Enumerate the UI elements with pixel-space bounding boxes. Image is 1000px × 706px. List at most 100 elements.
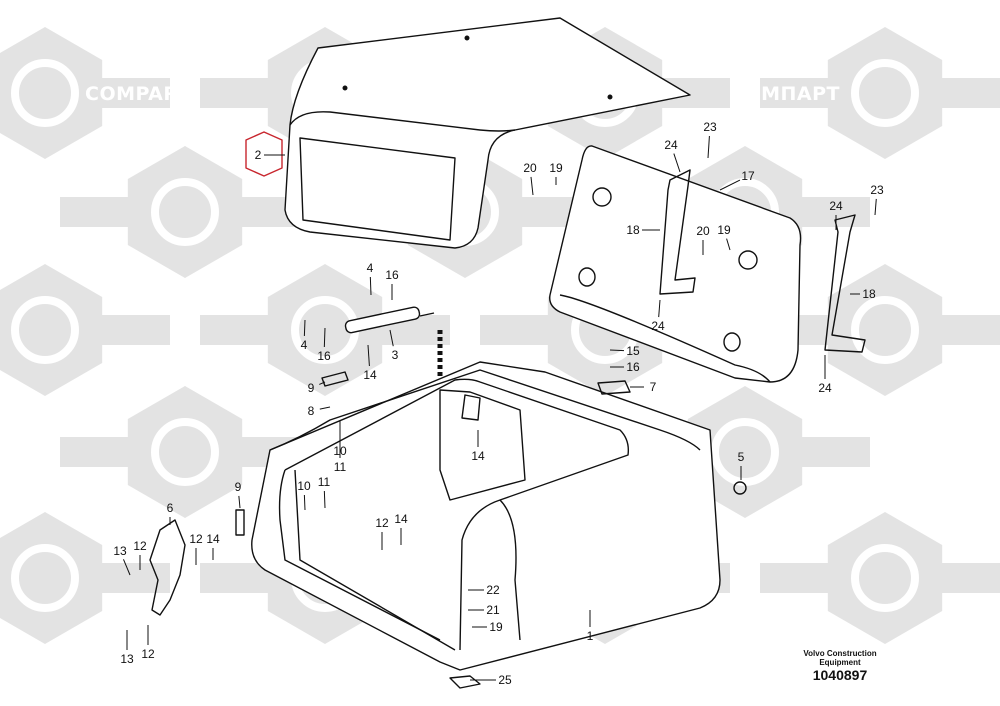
callout-20: 20 [523,161,537,196]
callout-24: 24 [829,199,843,230]
callout-16: 16 [317,327,331,363]
callout-label: 24 [664,138,678,152]
callout-11: 11 [318,475,331,509]
callout-4: 4 [367,261,374,296]
callout-11: 11 [334,430,347,474]
callout-label: 23 [870,183,884,197]
callout-label: 15 [626,344,640,358]
watermark-logo [760,264,1000,396]
callout-19: 19 [717,223,731,251]
callout-label: 7 [650,380,657,394]
callout-label: 14 [363,368,377,382]
callout-12: 12 [141,625,155,661]
callout-label: 4 [301,338,308,352]
callout-7: 7 [630,380,657,394]
watermark-logo [760,27,1000,159]
callout-23: 23 [870,183,884,216]
callout-label: 14 [471,449,485,463]
callout-23: 23 [703,120,717,159]
plate-part-7 [597,380,631,395]
callout-label: 4 [367,261,374,275]
callout-6: 6 [167,501,174,525]
callout-label: 23 [703,120,717,134]
callout-label: 11 [318,475,331,489]
callout-3: 3 [389,329,399,362]
watermark-logo [0,512,170,644]
callout-25: 25 [470,673,512,687]
callout-18: 18 [626,223,660,237]
watermark-logo [60,146,310,278]
callout-label: 20 [696,224,710,238]
callout-label: 16 [317,349,331,363]
callout-16: 16 [385,268,399,300]
callout-1: 1 [587,610,594,643]
latch [149,519,186,616]
callout-20: 20 [696,224,710,255]
callout-14: 14 [471,430,485,463]
callout-label: 18 [626,223,640,237]
callout-13: 13 [113,544,131,576]
callout-16: 16 [610,360,640,374]
callout-label: 24 [818,381,832,395]
callout-label: 12 [133,539,147,553]
callout-24: 24 [664,138,681,173]
callout-17: 17 [719,169,755,191]
manufacturer-label: Volvo Construction Equipment [803,649,877,667]
callout-label: 24 [829,199,843,213]
callout-label: 24 [651,319,665,333]
callout-10: 10 [297,479,311,511]
bracket-18-right [824,214,866,353]
callout-label: 9 [235,480,242,494]
watermark-logo [760,512,1000,644]
callout-label: 11 [334,460,347,474]
callout-12: 12 [375,516,389,550]
callout-label: 12 [189,532,203,546]
callout-label: 14 [394,512,408,526]
callout-9: 9 [308,381,326,395]
watermark-text-en: COMPART [85,83,191,105]
watermark-logo [60,386,310,518]
callout-label: 16 [385,268,399,282]
callout-14: 14 [363,344,377,382]
roof-panel [284,17,691,249]
callout-label: 21 [486,603,500,617]
plate-part-25 [449,675,481,689]
callout-label: 22 [486,583,500,597]
watermark-text-ru: КОМПАРТ [728,83,840,105]
drawing-number: 1040897 [812,667,868,683]
callout-label: 13 [120,652,134,666]
callout-4: 4 [301,319,308,352]
callout-12: 12 [189,532,203,565]
callout-15: 15 [609,344,640,358]
callout-label: 19 [717,223,731,237]
rear-cover [549,145,802,383]
callout-label: 5 [738,450,745,464]
callout-label: 10 [297,479,311,493]
callout-label: 9 [308,381,315,395]
gas-strut [344,306,435,334]
callout-5: 5 [738,450,745,480]
cab-base [251,361,747,671]
callout-label: 16 [626,360,640,374]
bracket-18-left [659,169,696,295]
callout-label: 13 [113,544,127,558]
callout-22: 22 [468,583,500,597]
callout-8: 8 [308,404,331,418]
callout-label: 20 [523,161,537,175]
callout-19: 19 [549,161,563,185]
watermark-logo [0,27,170,159]
callout-label: 3 [392,348,399,362]
callout-2: 2 [255,148,262,162]
callout-label: 19 [549,161,563,175]
handle-part-9b [235,509,245,536]
callout-14: 14 [394,512,408,545]
callout-12: 12 [133,539,147,570]
callout-label: 14 [206,532,220,546]
callout-19: 19 [472,620,503,634]
callout-label: 8 [308,404,315,418]
callout-label: 12 [375,516,389,530]
callout-label: 25 [498,673,512,687]
callout-18: 18 [850,287,876,301]
